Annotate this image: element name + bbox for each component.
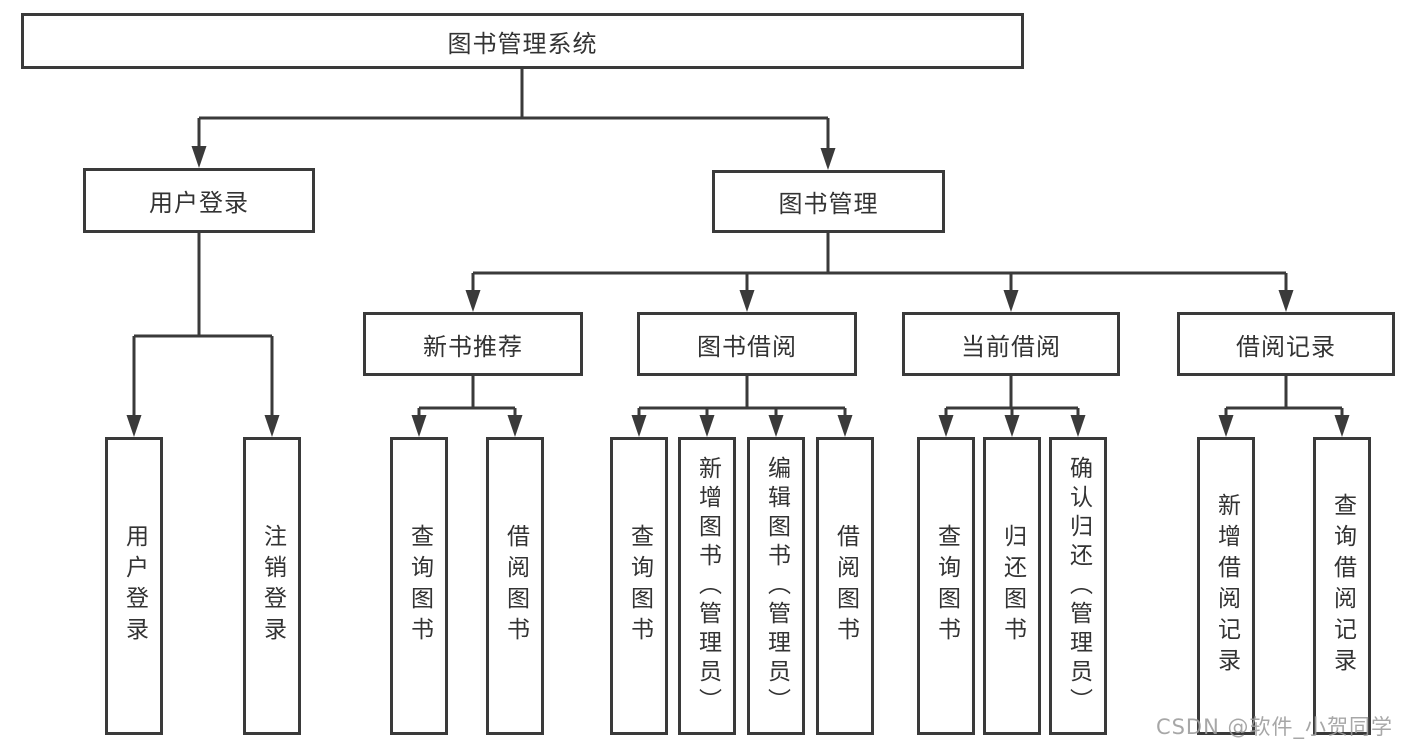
leaf-label: 查询借阅记录	[1329, 493, 1356, 679]
leaf-borrow-books-borrowing: 借阅图书	[816, 437, 874, 735]
connector-recommend-to-leaves	[411, 376, 523, 437]
leaf-label: 新增图书（管理员）	[694, 455, 721, 717]
leaf-add-books-admin: 新增图书（管理员）	[678, 437, 736, 735]
node-label: 用户登录	[149, 189, 249, 217]
leaf-label: 查询图书	[626, 524, 653, 648]
connector-current-to-leaves	[938, 376, 1086, 437]
leaf-label: 借阅图书	[502, 524, 529, 648]
node-current-borrowing: 当前借阅	[902, 312, 1120, 376]
leaf-add-borrow-record: 新增借阅记录	[1197, 437, 1255, 735]
node-book-borrowing: 图书借阅	[637, 312, 857, 376]
leaf-query-books-recommend: 查询图书	[390, 437, 448, 735]
leaf-edit-books-admin: 编辑图书（管理员）	[747, 437, 805, 735]
node-new-book-recommend: 新书推荐	[363, 312, 583, 376]
leaf-label: 用户登录	[121, 524, 148, 648]
node-label: 当前借阅	[961, 332, 1061, 361]
node-borrowing-records: 借阅记录	[1177, 312, 1395, 376]
node-label: 图书借阅	[697, 332, 797, 361]
leaf-query-books-current: 查询图书	[917, 437, 975, 735]
leaf-query-books-borrowing: 查询图书	[610, 437, 668, 735]
leaf-confirm-return-admin: 确认归还（管理员）	[1049, 437, 1107, 735]
node-label: 新书推荐	[423, 332, 523, 361]
leaf-label: 新增借阅记录	[1213, 493, 1240, 679]
node-user-login: 用户登录	[83, 168, 315, 233]
leaf-logout-login: 注销登录	[243, 437, 301, 735]
leaf-label: 确认归还（管理员）	[1065, 455, 1092, 717]
connector-manage-to-level2	[465, 233, 1294, 312]
leaf-label: 编辑图书（管理员）	[763, 455, 790, 717]
node-book-management: 图书管理	[712, 170, 945, 233]
node-label: 借阅记录	[1236, 332, 1336, 361]
node-library-management-system: 图书管理系统	[21, 13, 1024, 69]
leaf-user-login: 用户登录	[105, 437, 163, 735]
node-label: 图书管理	[778, 190, 879, 218]
leaf-label: 查询图书	[406, 524, 433, 648]
csdn-watermark: CSDN @软件_小贺同学	[1155, 715, 1393, 739]
leaf-return-books: 归还图书	[983, 437, 1041, 735]
connector-login-to-leaves	[126, 233, 280, 437]
node-label: 图书管理系统	[447, 29, 598, 58]
connector-root-to-level1	[191, 69, 836, 170]
leaf-label: 注销登录	[259, 524, 286, 648]
leaf-label: 查询图书	[933, 524, 960, 648]
leaf-label: 借阅图书	[832, 524, 859, 648]
leaf-label: 归还图书	[999, 524, 1026, 648]
connector-record-to-leaves	[1218, 376, 1350, 437]
leaf-query-borrow-record: 查询借阅记录	[1313, 437, 1371, 735]
connector-borrow-to-leaves	[631, 376, 853, 437]
leaf-borrow-books-recommend: 借阅图书	[486, 437, 544, 735]
